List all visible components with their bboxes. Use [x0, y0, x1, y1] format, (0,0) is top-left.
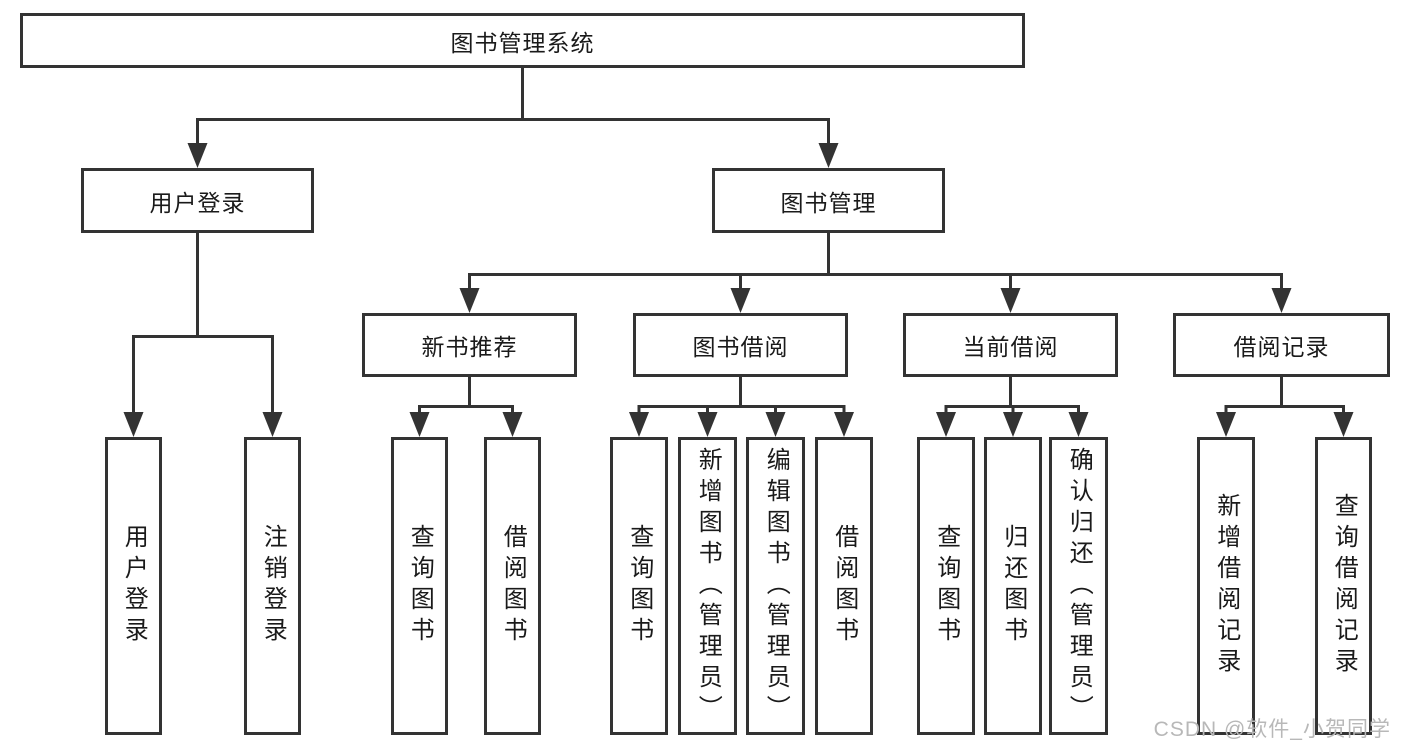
leaf-add-book-admin: 新增图书（管理员） [678, 437, 737, 735]
leaf-confirm-return-admin: 确认归还（管理员） [1049, 437, 1108, 735]
node-user-login: 用户登录 [81, 168, 314, 233]
leaf-label: 编辑图书（管理员） [762, 446, 790, 726]
leaf-add-borrow-record: 新增借阅记录 [1197, 437, 1255, 735]
leaf-query-books-recommend: 查询图书 [391, 437, 448, 735]
leaf-label: 归还图书 [999, 524, 1027, 648]
leaf-label: 借阅图书 [499, 524, 527, 648]
leaf-return-book: 归还图书 [984, 437, 1042, 735]
node-new-book-recommend: 新书推荐 [362, 313, 577, 377]
leaf-query-books-current: 查询图书 [917, 437, 975, 735]
leaf-edit-book-admin: 编辑图书（管理员） [746, 437, 805, 735]
leaf-label: 新增图书（管理员） [694, 446, 722, 726]
node-book-management: 图书管理 [712, 168, 945, 233]
leaf-label: 查询图书 [406, 524, 434, 648]
leaf-user-login: 用户登录 [105, 437, 162, 735]
csdn-watermark: CSDN @软件_小贺同学 [1153, 718, 1391, 741]
node-library-management-system: 图书管理系统 [20, 13, 1025, 68]
leaf-label: 用户登录 [120, 524, 148, 648]
leaf-label: 查询借阅记录 [1330, 493, 1358, 679]
leaf-label: 确认归还（管理员） [1065, 446, 1093, 726]
node-book-borrow: 图书借阅 [633, 313, 848, 377]
leaf-label: 注销登录 [259, 524, 287, 648]
leaf-query-borrow-record: 查询借阅记录 [1315, 437, 1372, 735]
leaf-label: 新增借阅记录 [1212, 493, 1240, 679]
leaf-label: 查询图书 [625, 524, 653, 648]
leaf-logout-login: 注销登录 [244, 437, 301, 735]
leaf-label: 借阅图书 [830, 524, 858, 648]
leaf-borrow-books-recommend: 借阅图书 [484, 437, 541, 735]
leaf-query-books-borrow: 查询图书 [610, 437, 668, 735]
node-current-borrow: 当前借阅 [903, 313, 1118, 377]
leaf-borrow-books: 借阅图书 [815, 437, 873, 735]
leaf-label: 查询图书 [932, 524, 960, 648]
node-borrow-records: 借阅记录 [1173, 313, 1390, 377]
